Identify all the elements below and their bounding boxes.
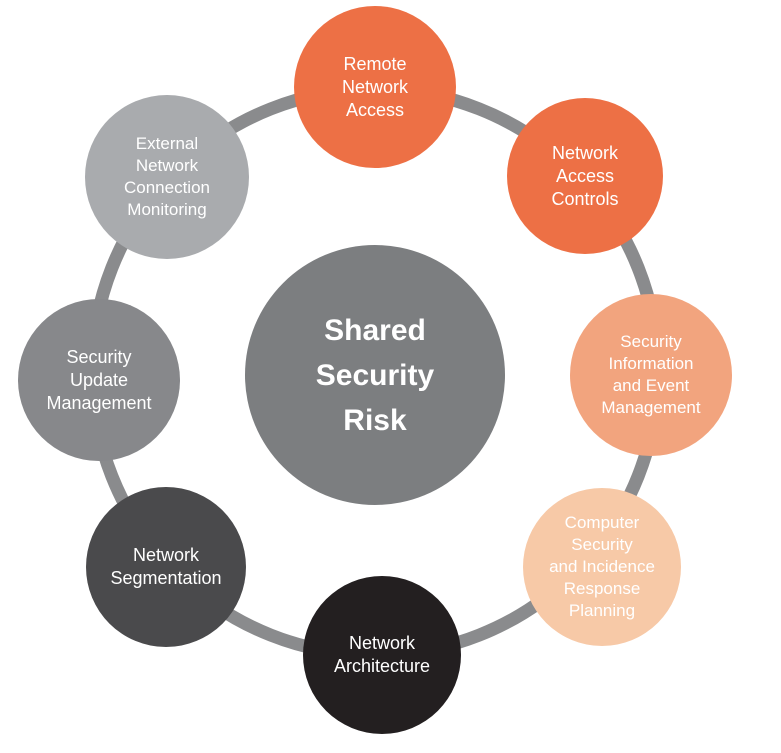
node-label: Security Information and Event Managemen…: [601, 332, 701, 417]
node-security-update-management: Security Update Management: [18, 299, 180, 461]
node-external-network-connection-monitoring: External Network Connection Monitoring: [85, 95, 249, 259]
node-remote-network-access: Remote Network Access: [294, 6, 456, 168]
node-network-architecture: Network Architecture: [303, 576, 461, 734]
node-network-access-controls: Network Access Controls: [507, 98, 663, 254]
node-network-segmentation: Network Segmentation: [86, 487, 246, 647]
node-shared-security-risk: Shared Security Risk: [245, 245, 505, 505]
node-label: Computer Security and Incidence Response…: [549, 513, 655, 620]
node-label: Remote Network Access: [341, 53, 408, 120]
node-computer-security-incidence-response: Computer Security and Incidence Response…: [523, 488, 681, 646]
node-label: Network Architecture: [333, 633, 431, 676]
node-label: Network Segmentation: [110, 545, 222, 588]
node-label: Shared Security Risk: [315, 313, 435, 437]
node-label: Network Access Controls: [551, 142, 619, 209]
node-security-information-and-event-management: Security Information and Event Managemen…: [570, 294, 732, 456]
node-label: Security Update Management: [46, 346, 152, 413]
node-label: External Network Connection Monitoring: [123, 134, 210, 219]
